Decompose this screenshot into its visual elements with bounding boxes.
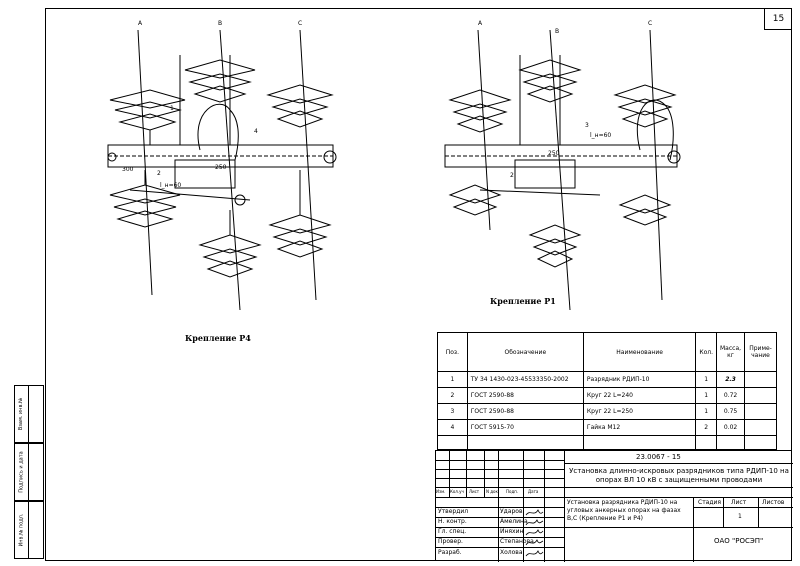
column-header: Приме-чание bbox=[744, 332, 777, 372]
col-header-change: Изм. bbox=[436, 489, 446, 494]
dimension-label: 250 bbox=[215, 164, 227, 171]
signature-name: Амелина bbox=[500, 518, 528, 525]
column-header: Обозначение bbox=[466, 332, 584, 372]
side-stamp-signature: Подпись и дата bbox=[14, 443, 44, 501]
table-row bbox=[437, 435, 777, 450]
signature-role: Н. контр. bbox=[438, 518, 467, 525]
angle-label: l_н=60 bbox=[160, 182, 182, 189]
table-header-row: Поз. Обозначение Наименование Кол. Масса… bbox=[437, 332, 777, 372]
callout-label: 2 bbox=[157, 170, 161, 177]
signature-name: Иняхин bbox=[500, 528, 524, 535]
phase-label: C bbox=[648, 20, 653, 27]
sheet-title: Установка разрядника РДИП-10 на угловых … bbox=[567, 499, 681, 522]
phase-label: A bbox=[478, 20, 483, 27]
col-header-sign: Подп. bbox=[506, 489, 519, 494]
doc-number: 23.0067 - 15 bbox=[636, 453, 681, 461]
side-stamp-replaced: Взам. инв.№ bbox=[14, 385, 44, 443]
drawing-mount-p4 bbox=[107, 29, 337, 311]
drawing-mount-p1 bbox=[444, 29, 681, 310]
signature-role: Разраб. bbox=[438, 549, 462, 556]
sheet-number: 15 bbox=[764, 8, 792, 30]
dimension-label: 250 bbox=[548, 150, 560, 157]
signature-name: Степанова bbox=[500, 538, 534, 545]
callout-label: 3 bbox=[585, 122, 589, 129]
phase-label: C bbox=[298, 20, 303, 27]
callout-label: 2 bbox=[510, 172, 514, 179]
stage-label: Стадия bbox=[698, 499, 722, 506]
phase-label: A bbox=[138, 20, 143, 27]
handwritten-signatures bbox=[525, 509, 544, 557]
dimension-label: 300 bbox=[122, 166, 134, 173]
callout-label: 4 bbox=[254, 128, 258, 135]
column-header: Масса, кг bbox=[715, 332, 746, 372]
column-header: Поз. bbox=[437, 332, 468, 372]
sheet-value: 1 bbox=[738, 513, 742, 520]
col-header-count: Кол.уч bbox=[450, 489, 464, 494]
phase-label: B bbox=[555, 28, 560, 35]
caption-p1: Крепление Р1 bbox=[490, 296, 556, 306]
organization: ОАО "РОСЭП" bbox=[714, 537, 764, 545]
signature-role: Утвердил bbox=[438, 508, 469, 515]
signature-name: Холова bbox=[500, 549, 523, 556]
side-stamp-inventory: Инв.№ подл. bbox=[14, 501, 44, 559]
signature-name: Ударов bbox=[500, 508, 523, 515]
callout-label: 1 bbox=[170, 105, 174, 112]
signature-role: Гл. спец. bbox=[438, 528, 467, 535]
sheet-label: Лист bbox=[731, 499, 747, 506]
col-header-date: Дата bbox=[528, 489, 539, 494]
title-block: Изм. Кол.уч Лист N док. Подп. Дата 23.00… bbox=[435, 450, 793, 562]
project-title: Установка длинно-искровых разрядников ти… bbox=[569, 467, 789, 484]
angle-label: l_н=60 bbox=[590, 132, 612, 139]
col-header-doc: N док. bbox=[486, 489, 500, 494]
signature-role: Провер. bbox=[438, 538, 463, 545]
phase-label: B bbox=[218, 20, 223, 27]
column-header: Наименование bbox=[582, 332, 697, 372]
column-header: Кол. bbox=[695, 332, 717, 372]
drawing-frame bbox=[45, 8, 792, 561]
caption-p4: Крепление Р4 bbox=[185, 333, 251, 343]
sheets-label: Листов bbox=[762, 499, 785, 506]
col-header-sheet: Лист bbox=[469, 489, 480, 494]
specification-table: Поз. Обозначение Наименование Кол. Масса… bbox=[437, 332, 777, 450]
